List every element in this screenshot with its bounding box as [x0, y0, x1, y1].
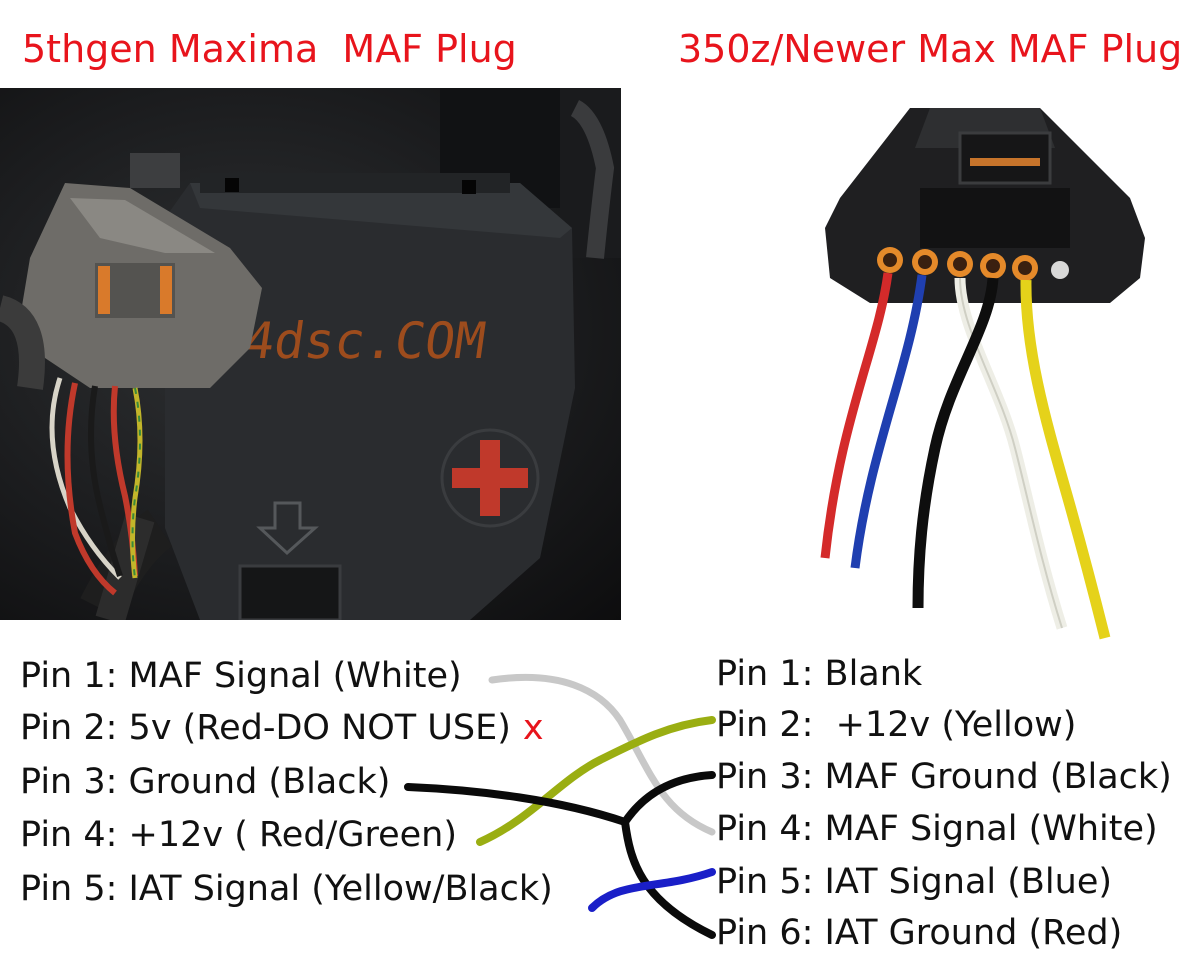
- left-pin-1: Pin 1: MAF Signal (White): [20, 659, 462, 694]
- left-plug-title: 5thgen Maxima MAF Plug: [22, 27, 517, 71]
- right-pin-6: Pin 6: IAT Ground (Red): [716, 916, 1122, 951]
- right-pin-2: Pin 2: +12v (Yellow): [716, 708, 1076, 743]
- photo-watermark: y4dsc.COM: [210, 311, 489, 370]
- left-pin-5: Pin 5: IAT Signal (Yellow/Black): [20, 872, 553, 907]
- right-pin-1: Pin 1: Blank: [716, 657, 922, 692]
- left-pin-5-label: Pin 5: IAT Signal (Yellow/Black): [20, 869, 553, 909]
- left-pin-1-label: Pin 1: MAF Signal (White): [20, 656, 462, 696]
- left-pin-2-label: Pin 2: 5v (Red-DO NOT USE): [20, 708, 511, 748]
- right-pin-1-label: Pin 1: Blank: [716, 654, 923, 694]
- left-pin-3-label: Pin 3: Ground (Black): [20, 762, 391, 802]
- wire-iat-signal-blue: [588, 868, 716, 912]
- wire-ground-black-branch: [621, 818, 716, 939]
- left-pin-2: Pin 2: 5v (Red-DO NOT USE) x: [20, 711, 544, 746]
- right-pin-5: Pin 5: IAT Signal (Blue): [716, 865, 1112, 900]
- red-cross-icon: [440, 428, 540, 528]
- maxima-maf-plug-photo: y4dsc.COM: [0, 88, 621, 620]
- right-pin-3: Pin 3: MAF Ground (Black): [716, 760, 1172, 795]
- right-pin-4-label: Pin 4: MAF Signal (White): [716, 809, 1158, 849]
- left-pin-3: Pin 3: Ground (Black): [20, 765, 390, 800]
- right-pin-3-label: Pin 3: MAF Ground (Black): [716, 757, 1172, 797]
- right-pin-5-label: Pin 5: IAT Signal (Blue): [716, 862, 1113, 902]
- right-pin-2-label: Pin 2: +12v (Yellow): [716, 705, 1077, 745]
- left-pin-4-label: Pin 4: +12v ( Red/Green): [20, 815, 457, 855]
- right-plug-title: 350z/Newer Max MAF Plug: [678, 27, 1183, 71]
- right-pin-6-label: Pin 6: IAT Ground (Red): [716, 913, 1123, 953]
- 350z-maf-plug-photo: [800, 88, 1180, 648]
- do-not-use-mark: x: [522, 708, 544, 748]
- left-pin-4: Pin 4: +12v ( Red/Green): [20, 818, 457, 853]
- wire-maf-signal-white: [488, 673, 716, 836]
- right-pin-4: Pin 4: MAF Signal (White): [716, 812, 1158, 847]
